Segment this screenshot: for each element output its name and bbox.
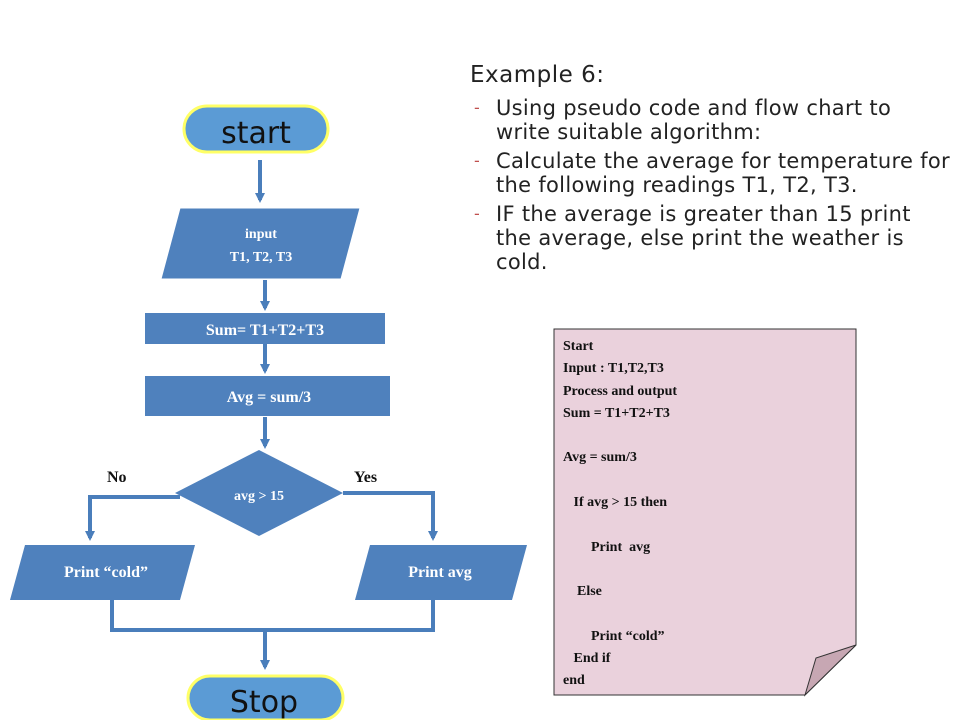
example-description: Example 6: -Using pseudo code and flow c… bbox=[470, 62, 950, 279]
code-line bbox=[563, 514, 843, 536]
bullet-text: Calculate the average for temperature fo… bbox=[496, 149, 950, 197]
print-cold-label: Print “cold” bbox=[64, 564, 148, 581]
code-line: Else bbox=[563, 584, 602, 600]
code-line bbox=[563, 425, 843, 447]
start-label: start bbox=[221, 116, 291, 151]
stop-terminal: Stop bbox=[186, 674, 345, 720]
merge-line bbox=[110, 600, 435, 632]
code-line: Process and output bbox=[563, 383, 678, 399]
sum-label: Sum= T1+T2+T3 bbox=[206, 322, 324, 339]
code-line: Avg = sum/3 bbox=[563, 450, 637, 466]
example-bullets: -Using pseudo code and flow chart to wri… bbox=[470, 96, 950, 274]
yes-label: Yes bbox=[354, 469, 377, 486]
decision-node: avg > 15 bbox=[175, 450, 343, 536]
example-title: Example 6: bbox=[470, 62, 605, 88]
bullet-item: -Calculate the average for temperature f… bbox=[470, 149, 950, 197]
dash-bullet-icon: - bbox=[474, 204, 481, 223]
code-line: Sum = T1+T2+T3 bbox=[563, 405, 670, 421]
bullet-item: -IF the average is greater than 15 print… bbox=[470, 202, 950, 274]
code-line: If avg > 15 then bbox=[563, 495, 668, 511]
code-line: Input : T1,T2,T3 bbox=[563, 361, 664, 377]
code-line: Print “cold” bbox=[563, 628, 665, 644]
pseudocode-text: Start Input : T1,T2,T3 Process and outpu… bbox=[563, 336, 843, 693]
input-label-line1: input bbox=[245, 227, 277, 242]
code-line: Start bbox=[563, 339, 594, 354]
arrow-yes-branch bbox=[343, 491, 438, 541]
connectors bbox=[85, 160, 438, 670]
code-line bbox=[563, 559, 843, 581]
arrow-no-branch bbox=[85, 495, 180, 541]
code-line: end bbox=[563, 673, 585, 689]
print-avg-node: Print avg bbox=[355, 545, 527, 600]
avg-process: Avg = sum/3 bbox=[145, 376, 390, 416]
sum-process: Sum= T1+T2+T3 bbox=[145, 313, 385, 344]
bullet-item: -Using pseudo code and flow chart to wri… bbox=[470, 96, 950, 144]
dash-bullet-icon: - bbox=[474, 151, 481, 170]
print-cold-node: Print “cold” bbox=[10, 545, 195, 600]
code-line bbox=[563, 470, 843, 492]
bullet-text: Using pseudo code and flow chart to writ… bbox=[496, 96, 892, 144]
decision-label: avg > 15 bbox=[234, 489, 284, 504]
input-label-line2: T1, T2, T3 bbox=[230, 250, 293, 265]
code-line bbox=[563, 604, 843, 626]
bullet-text: IF the average is greater than 15 print … bbox=[496, 202, 911, 274]
pseudocode-note bbox=[553, 328, 857, 697]
avg-label: Avg = sum/3 bbox=[227, 389, 311, 406]
code-line: Print avg bbox=[563, 539, 651, 555]
input-node: input T1, T2, T3 bbox=[160, 207, 361, 280]
start-terminal: start bbox=[182, 104, 330, 154]
code-line: End if bbox=[563, 651, 611, 667]
print-avg-label: Print avg bbox=[408, 564, 472, 581]
dash-bullet-icon: - bbox=[474, 98, 481, 117]
no-label: No bbox=[107, 469, 127, 486]
stop-label: Stop bbox=[230, 685, 298, 720]
